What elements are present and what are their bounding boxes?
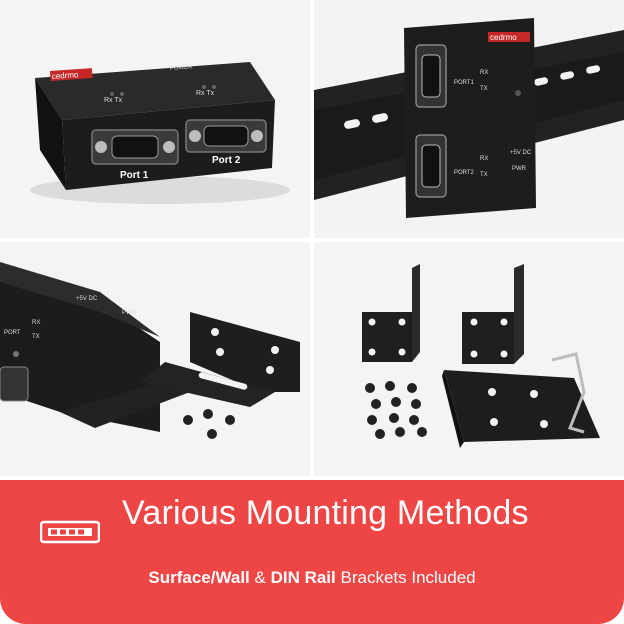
din-tx2-label: TX <box>480 172 488 178</box>
din-rx2-label: RX <box>480 156 488 162</box>
side-pwr-label: PWR <box>122 310 137 316</box>
side-rx-label: RX <box>32 320 40 326</box>
port2-label: Port 2 <box>212 155 241 166</box>
banner-subline: Surface/Wall & DIN Rail Brackets Include… <box>0 568 624 588</box>
surface-mount-photo: cedrmo POWER Rx Tx Rx Tx Port 1 Port 2 <box>0 0 310 238</box>
subline-bold-din: DIN Rail <box>270 568 336 587</box>
din-dc-label: +5V DC <box>510 150 532 156</box>
din-pwr-label: PWR <box>512 166 527 172</box>
subline-bold-surface: Surface/Wall <box>148 568 250 587</box>
din-rail-photo: cedrmo PORT1 RX TX PORT2 RX TX +5V DC PW… <box>314 0 624 238</box>
port1-label: Port 1 <box>120 170 149 181</box>
rx-tx-label-2: Rx Tx <box>196 90 215 97</box>
din-brand-logo: cedrmo <box>490 33 517 42</box>
rx-tx-label-1: Rx Tx <box>104 97 123 104</box>
subline-amp: & <box>249 568 271 587</box>
brand-logo: cedrmo <box>52 70 80 81</box>
subline-rest: Brackets Included <box>335 568 476 587</box>
feature-banner: Various Mounting Methods Surface/Wall & … <box>0 480 624 624</box>
din-rx-label: RX <box>480 70 488 76</box>
serial-hub-icon <box>40 520 100 544</box>
side-port-label: PORT <box>4 330 21 336</box>
din-port1-label: PORT1 <box>454 80 475 86</box>
din-tx-label: TX <box>480 86 488 92</box>
bracket-closeup-photo: PORT RX TX +5V DC PWR <box>0 242 310 476</box>
din-port2-label: PORT2 <box>454 170 475 176</box>
side-dc-label: +5V DC <box>76 296 98 302</box>
brackets-kit-photo <box>314 242 624 476</box>
side-tx-label: TX <box>32 334 40 340</box>
banner-headline: Various Mounting Methods <box>122 494 529 532</box>
power-label: POWER <box>170 64 194 72</box>
